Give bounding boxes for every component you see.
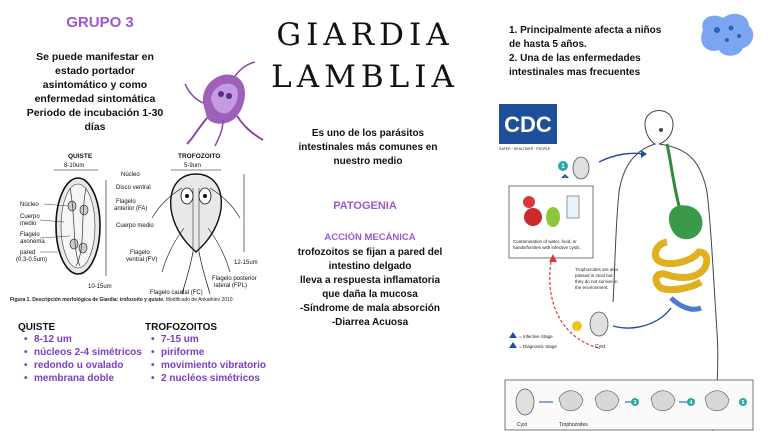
contamination-line: hands/fomites with infective cysts. [513, 245, 581, 250]
intro-line: Periodo de incubación 1-30 [26, 107, 164, 119]
list-item: movimiento vibratorio [145, 359, 285, 372]
list-item: piriforme [145, 346, 285, 359]
accion-mecanica-title: ACCIÓN MECÁNICA [324, 232, 416, 243]
fig-label: axonema [20, 239, 45, 245]
trophozoite-note: Trophozoites are also [575, 267, 619, 272]
legend-diagnostic: = Diagnostic Stage [519, 344, 557, 349]
fig-label: Flagelo [116, 199, 136, 205]
step-number: 1 [561, 164, 565, 170]
desc-line: nuestro medio [333, 156, 403, 167]
cdc-logo-sub: SAFER · HEALTHIER · PEOPLE [499, 147, 551, 151]
figure-caption: Figura 1. Descripción morfológica de Gia… [10, 297, 270, 303]
fact-line: 2. Una de las enfermedades [509, 53, 641, 64]
contamination-line: Contamination of water, food, or [513, 239, 577, 244]
list-item: membrana doble [18, 372, 148, 385]
patogenia-title: PATOGENIA [333, 200, 397, 212]
intro-line: Se puede manifestar en [36, 51, 154, 63]
list-item: 8-12 um [18, 333, 148, 346]
strip-cyst: Cyst [517, 422, 528, 428]
description: Es uno de los parásitos intestinales más… [283, 127, 453, 169]
fig-label: Flagelo [130, 250, 150, 256]
fig-label: lateral (FPL) [214, 283, 247, 289]
trophozoite-note: they do not survive in [575, 279, 618, 284]
trofozoitos-title: TROFOZOITOS [145, 322, 218, 333]
fig-trofo-head: TROFOZOITO [178, 153, 221, 160]
intro-line: estado portador [55, 65, 135, 77]
list-item: redondo u ovalado [18, 359, 148, 372]
cdc-life-cycle-diagram: CDC SAFER · HEALTHIER · PEOPLE Contamina… [499, 104, 754, 431]
title-line: LAMBLIA [271, 59, 459, 95]
fact-line: intestinales mas frecuentes [509, 67, 641, 78]
caption-rest: Modificado de Ankarklev 2010. [164, 297, 234, 303]
fig-trofo-len: 12-15um [234, 260, 258, 266]
fig-label: Núcleo [20, 202, 39, 208]
fig-quiste-head: QUISTE [68, 153, 93, 160]
quiste-list: 8-12 um núcleos 2-4 simétricos redondo u… [18, 333, 148, 385]
intro-line: días [84, 121, 106, 133]
page-title: GIARDIA LAMBLIA [270, 14, 460, 98]
fig-label: Flagelo posterior [212, 276, 257, 282]
fig-label: (0.3-0.5um) [16, 257, 47, 263]
fig-label: Cuerpo [20, 214, 40, 220]
desc-line: Es uno de los parásitos [311, 128, 425, 139]
fig-label: Cuerpo medio [116, 223, 154, 229]
list-item: 2 nucléos simétricos [145, 372, 285, 385]
group-title: GRUPO 3 [66, 14, 134, 31]
fig-label: Núcleo [121, 172, 140, 178]
fig-trofo-size: 5-9um [184, 163, 201, 169]
trophozoite-note: the environment. [575, 285, 609, 290]
fig-quiste-len: 10-15um [88, 284, 112, 290]
facts-text: 1. Principalmente afecta a niños de hast… [509, 24, 689, 80]
fact-line: de hasta 5 años. [509, 39, 587, 50]
fig-label: Flagelo caudal (FC) [150, 290, 203, 296]
stage-letter: i [565, 175, 566, 179]
pat-line: trofozoitos se fijan a pared del [297, 247, 443, 258]
pat-line: intestino delgado [328, 261, 412, 272]
intro-text: Se puede manifestar en estado portador a… [10, 50, 180, 134]
fact-line: 1. Principalmente afecta a niños [509, 25, 662, 36]
fig-label: medio [20, 221, 37, 227]
step-number: 5 [742, 400, 745, 406]
pat-line: -Diarrea Acuosa [331, 317, 409, 328]
caption-bold: Figura 1. Descripción morfológica de Gia… [10, 297, 165, 303]
fig-label: ventral (FV) [126, 257, 157, 263]
fig-label: Flagelo [20, 232, 40, 238]
pat-line: que daña la mucosa [322, 289, 418, 300]
patogenia-text: trofozoitos se fijan a pared del intesti… [270, 246, 470, 330]
pat-line: -Síndrome de mala absorción [299, 303, 441, 314]
title-line: GIARDIA [276, 17, 454, 53]
list-item: 7-15 um [145, 333, 285, 346]
step-number: 3 [634, 400, 637, 406]
quiste-title: QUISTE [18, 322, 56, 333]
purple-parasite-illustration [184, 61, 264, 147]
trofozoitos-section: TROFOZOITOS 7-15 um piriforme movimiento… [145, 322, 285, 385]
morphology-figure: QUISTE 8-10um Núcleo Cuerpo medio Flagel… [6, 148, 268, 306]
strip-trophozoites: Trophozoites [559, 422, 588, 428]
legend-infective: = Infective Stage [519, 334, 553, 339]
pat-line: lleva a respuesta inflamatoria [299, 275, 441, 286]
cyst-label: Cyst [595, 344, 606, 350]
quiste-section: QUISTE 8-12 um núcleos 2-4 simétricos re… [18, 322, 148, 385]
intro-line: enfermedad sintomática [34, 93, 156, 105]
cdc-logo-text: CDC [504, 112, 552, 137]
intro-line: asintomático y como [42, 79, 148, 91]
cdc-logo [499, 104, 557, 144]
fig-label: pared [20, 250, 35, 256]
list-item: núcleos 2-4 simétricos [18, 346, 148, 359]
step-number: 4 [690, 400, 693, 406]
fig-label: anterior (FA) [114, 206, 147, 212]
fig-quiste-size: 8-10um [64, 163, 84, 169]
desc-line: intestinales más comunes en [298, 142, 438, 153]
trofozoitos-list: 7-15 um piriforme movimiento vibratorio … [145, 333, 285, 385]
blue-parasite-illustration [701, 13, 754, 56]
trophozoite-note: passed in stool but [575, 273, 613, 278]
fig-label: Disco ventral [116, 185, 151, 191]
